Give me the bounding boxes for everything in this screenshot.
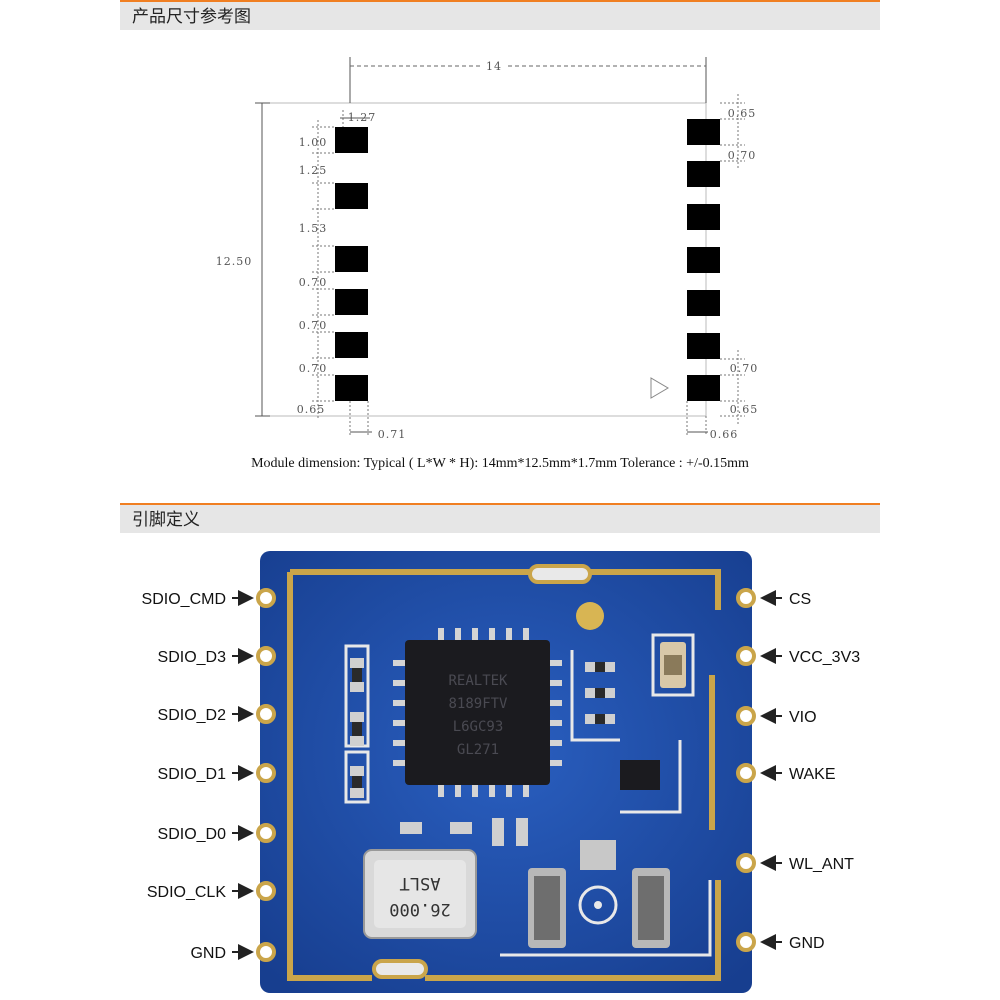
- right-dimension-label: 0.70: [728, 149, 757, 162]
- left-dimension-label: 0.70: [299, 319, 328, 332]
- test-point: [576, 602, 604, 630]
- right-castellations: [736, 588, 756, 952]
- pin-label: CS: [789, 591, 811, 608]
- left-pin-arrows: [232, 590, 254, 960]
- dimension-drawing: 14 12.50: [216, 57, 759, 441]
- right-pad: [687, 204, 720, 230]
- left-pad: [335, 332, 368, 358]
- left-dimension-label: 1.27: [348, 111, 377, 124]
- chip-marking-line: 8189FTV: [448, 696, 508, 712]
- pin-label: WAKE: [789, 766, 836, 783]
- right-pin-labels: CS VCC_3V3 VIO WAKE WL_ANT GND: [789, 591, 860, 952]
- pin-label: SDIO_CMD: [142, 591, 226, 608]
- left-dimension-label: 0.70: [299, 276, 328, 289]
- right-pad: [687, 375, 720, 401]
- bottom-oval-pad: [372, 959, 428, 979]
- right-bottom-dimension-label: 0.66: [710, 428, 739, 441]
- chip-marking-line: GL271: [457, 742, 499, 758]
- right-pad: [687, 333, 720, 359]
- left-dimension-label: 1.53: [299, 222, 328, 235]
- width-dimension-label: 14: [486, 60, 502, 73]
- left-pad: [335, 183, 368, 209]
- right-pin-arrows: [760, 590, 782, 950]
- left-dimension-label: 1.00: [299, 136, 328, 149]
- pin-label: SDIO_D1: [158, 766, 227, 783]
- pin1-marker-icon: [650, 377, 669, 399]
- right-pad: [687, 119, 720, 145]
- dimensions-section-title: 产品尺寸参考图: [132, 7, 251, 27]
- gold-frame: [287, 569, 721, 981]
- main-chip: REALTEK 8189FTV L6GC93 GL271: [393, 628, 562, 797]
- crystal-marking-line: ASLT: [400, 873, 441, 893]
- right-pads: [687, 119, 720, 401]
- pin-label: SDIO_CLK: [147, 884, 226, 901]
- right-pad: [687, 161, 720, 187]
- chip-marking-line: REALTEK: [448, 673, 508, 689]
- left-pin-labels: SDIO_CMD SDIO_D3 SDIO_D2 SDIO_D1 SDIO_D0…: [142, 591, 227, 962]
- right-pad: [687, 247, 720, 273]
- left-bottom-dimension-label: 0.71: [378, 428, 407, 441]
- right-pad: [687, 290, 720, 316]
- left-pad: [335, 289, 368, 315]
- pin-label: GND: [789, 935, 825, 952]
- chip-marking-line: L6GC93: [453, 719, 504, 735]
- left-dimension-label: 1.25: [299, 164, 328, 177]
- height-dimension-label: 12.50: [216, 255, 253, 268]
- left-pad: [335, 127, 368, 153]
- right-dimension-label: 0.65: [728, 107, 757, 120]
- dimensions-section-header: 产品尺寸参考图: [120, 0, 880, 30]
- left-pad: [335, 375, 368, 401]
- left-pads: [335, 127, 368, 401]
- pinout-section-header: 引脚定义: [120, 503, 880, 533]
- pin-label: SDIO_D2: [158, 707, 227, 724]
- pin-label: WL_ANT: [789, 856, 854, 873]
- module-dimension-caption: Module dimension: Typical ( L*W * H): 14…: [251, 456, 749, 471]
- crystal-oscillator: 26.000 ASLT: [363, 849, 477, 939]
- pin-label: SDIO_D0: [158, 826, 227, 843]
- pin-label: VCC_3V3: [789, 649, 860, 666]
- left-castellations: [256, 588, 276, 962]
- smd-components: [350, 642, 686, 948]
- crystal-marking-line: 26.000: [389, 899, 450, 919]
- top-oval-pad: [528, 564, 592, 584]
- pin-label: GND: [190, 945, 226, 962]
- pinout-section-title: 引脚定义: [132, 510, 200, 530]
- right-dimension-label: 0.65: [730, 403, 759, 416]
- left-dimension-label: 0.65: [297, 403, 326, 416]
- right-dimension-label: 0.70: [730, 362, 759, 375]
- left-dimension-label: 0.70: [299, 362, 328, 375]
- pin-label: SDIO_D3: [158, 649, 227, 666]
- pin-label: VIO: [789, 709, 817, 726]
- left-pad: [335, 246, 368, 272]
